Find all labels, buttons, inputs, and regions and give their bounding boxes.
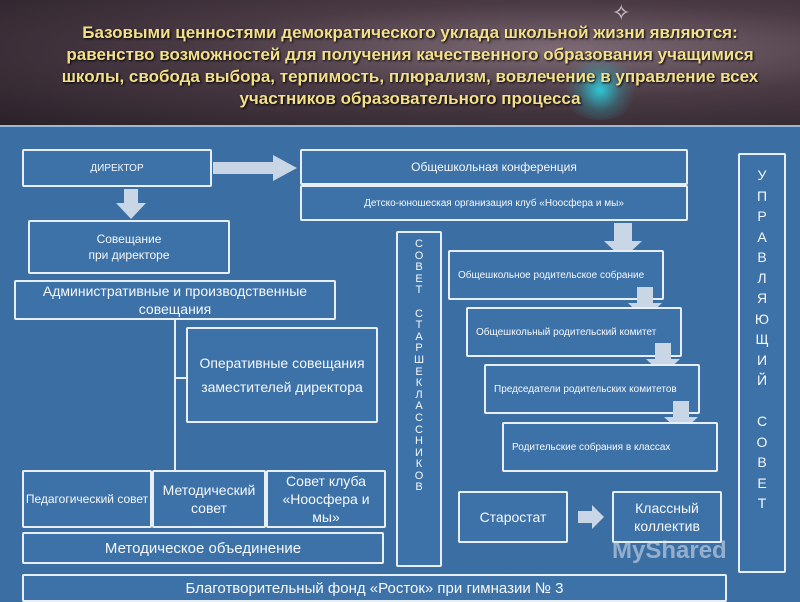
senior-council-letter: А <box>415 330 423 343</box>
senior-council-letter: С <box>415 423 423 436</box>
governing-council-letter <box>760 391 764 412</box>
director-label: ДИРЕКТОР <box>90 162 144 174</box>
senior-council-letter: О <box>414 469 424 482</box>
methodical-union-box: Методическое объединение <box>22 532 384 564</box>
senior-council-letter: К <box>415 377 423 390</box>
arrow-right-icon <box>213 155 297 181</box>
committee-chairs-label: Председатели родительских комитетов <box>494 383 677 395</box>
governing-council-letter: П <box>756 187 768 204</box>
arrow-down-icon <box>116 189 146 219</box>
senior-council-letter: В <box>415 261 423 274</box>
governing-council-letter: Я <box>756 290 768 306</box>
charity-fund-box: Благотворительный фонд «Росток» при гимн… <box>22 574 727 602</box>
senior-council-letter: Е <box>415 365 423 378</box>
arrow-right-icon <box>578 505 604 529</box>
admin-meetings-label: Административные и производственные сове… <box>42 283 308 317</box>
governing-council-letter: Т <box>757 495 767 511</box>
governing-council-letter: Ю <box>754 310 770 327</box>
methodical-council-box: Методический совет <box>152 470 266 528</box>
watermark-logo: MyShared <box>612 537 727 565</box>
header-banner: ✧ Базовыми ценностями демократического у… <box>0 0 800 125</box>
org-diagram: ДИРЕКТОР Совещание при директоре Админис… <box>0 125 800 602</box>
governing-council-letter: С <box>756 413 768 429</box>
parent-assembly-box: Общешкольное родительское собрание <box>448 250 664 300</box>
governing-council-letter: Щ <box>755 331 769 347</box>
decorative-ornament-icon: ✧ <box>612 0 631 25</box>
senior-council-letter: Е <box>415 272 423 285</box>
governing-council-letter: Р <box>757 208 767 224</box>
club-council-box: Совет клуба «Ноосфера и мы» <box>266 470 386 528</box>
club-council-label: Совет клуба «Ноосфера и мы» <box>282 473 370 525</box>
senior-council-letter: К <box>415 458 423 471</box>
parent-committee-label: Общешкольный родительский комитет <box>476 326 657 338</box>
meeting-box: Совещание при директоре <box>28 220 230 274</box>
charity-fund-label: Благотворительный фонд «Росток» при гимн… <box>185 579 564 597</box>
senior-council-letter: Р <box>415 342 423 355</box>
connector-line <box>174 320 176 470</box>
watermark-label: MyShared <box>612 537 727 564</box>
school-conference-label: Общешкольная конференция <box>411 160 577 174</box>
meeting-label-1: Совещание <box>96 232 162 246</box>
senior-council-letter: А <box>415 400 423 413</box>
senior-council-letter: В <box>415 481 423 494</box>
senior-council-letter: С <box>415 411 423 424</box>
connector-line <box>174 377 186 379</box>
parent-assembly-label: Общешкольное родительское собрание <box>458 269 645 281</box>
methodical-union-label: Методическое объединение <box>104 539 302 557</box>
senior-council-letter <box>417 297 420 309</box>
governing-council-letter: А <box>757 228 767 245</box>
operative-meetings-label-1: Оперативные совещания <box>199 355 365 371</box>
page-title: Базовыми ценностями демократического укл… <box>61 23 759 108</box>
governing-council-letter: В <box>757 249 767 265</box>
admin-meetings-box: Административные и производственные сове… <box>14 280 336 320</box>
senior-council-letter: Т <box>415 319 423 332</box>
senior-council-letter: С <box>415 307 423 320</box>
governing-council-letter: У <box>757 167 767 183</box>
senior-council-letter: О <box>414 249 424 262</box>
senior-council-letter: С <box>415 238 423 250</box>
governing-council-letter: Й <box>756 372 768 388</box>
governing-council-letter: О <box>756 433 768 450</box>
pedagogical-council-box: Педагогический совет <box>22 470 152 528</box>
school-conference-box: Общешкольная конференция <box>300 149 688 185</box>
youth-organization-box: Детско-юношеская организация клуб «Ноосф… <box>300 185 688 221</box>
class-parent-meetings-box: Родительские собрания в классах <box>502 422 718 472</box>
starostat-label: Старостат <box>479 509 547 525</box>
senior-council-letter: И <box>415 446 423 459</box>
youth-organization-label: Детско-юношеская организация клуб «Ноосф… <box>364 197 624 209</box>
class-collective-box: Классный коллектив <box>612 491 722 543</box>
meeting-label-2: при директоре <box>88 248 170 262</box>
governing-council-letter: В <box>757 454 767 470</box>
senior-council-letter: Л <box>415 388 423 401</box>
committee-chairs-box: Председатели родительских комитетов <box>484 364 700 414</box>
governing-council-letter: Л <box>757 269 767 286</box>
methodical-council-label-1: Методический <box>162 482 256 498</box>
parent-committee-box: Общешкольный родительский комитет <box>466 307 682 357</box>
pedagogical-council-label: Педагогический совет <box>25 492 149 506</box>
senior-council-letter: Т <box>415 284 423 297</box>
decorative-glow <box>560 60 640 120</box>
senior-council-letter: Ш <box>413 353 425 366</box>
senior-council-letter: Н <box>415 435 423 448</box>
director-box: ДИРЕКТОР <box>22 149 212 187</box>
class-collective-label: Классный коллектив <box>634 500 700 534</box>
methodical-council-label-2: совет <box>191 500 227 516</box>
governing-council-letter: И <box>756 351 768 368</box>
class-parent-meetings-label: Родительские собрания в классах <box>512 441 671 453</box>
operative-meetings-box: Оперативные совещания заместителей дирек… <box>186 327 378 423</box>
starostat-box: Старостат <box>458 491 568 543</box>
operative-meetings-label-2: заместителей директора <box>201 379 363 395</box>
governing-council-letter: Е <box>757 474 767 491</box>
